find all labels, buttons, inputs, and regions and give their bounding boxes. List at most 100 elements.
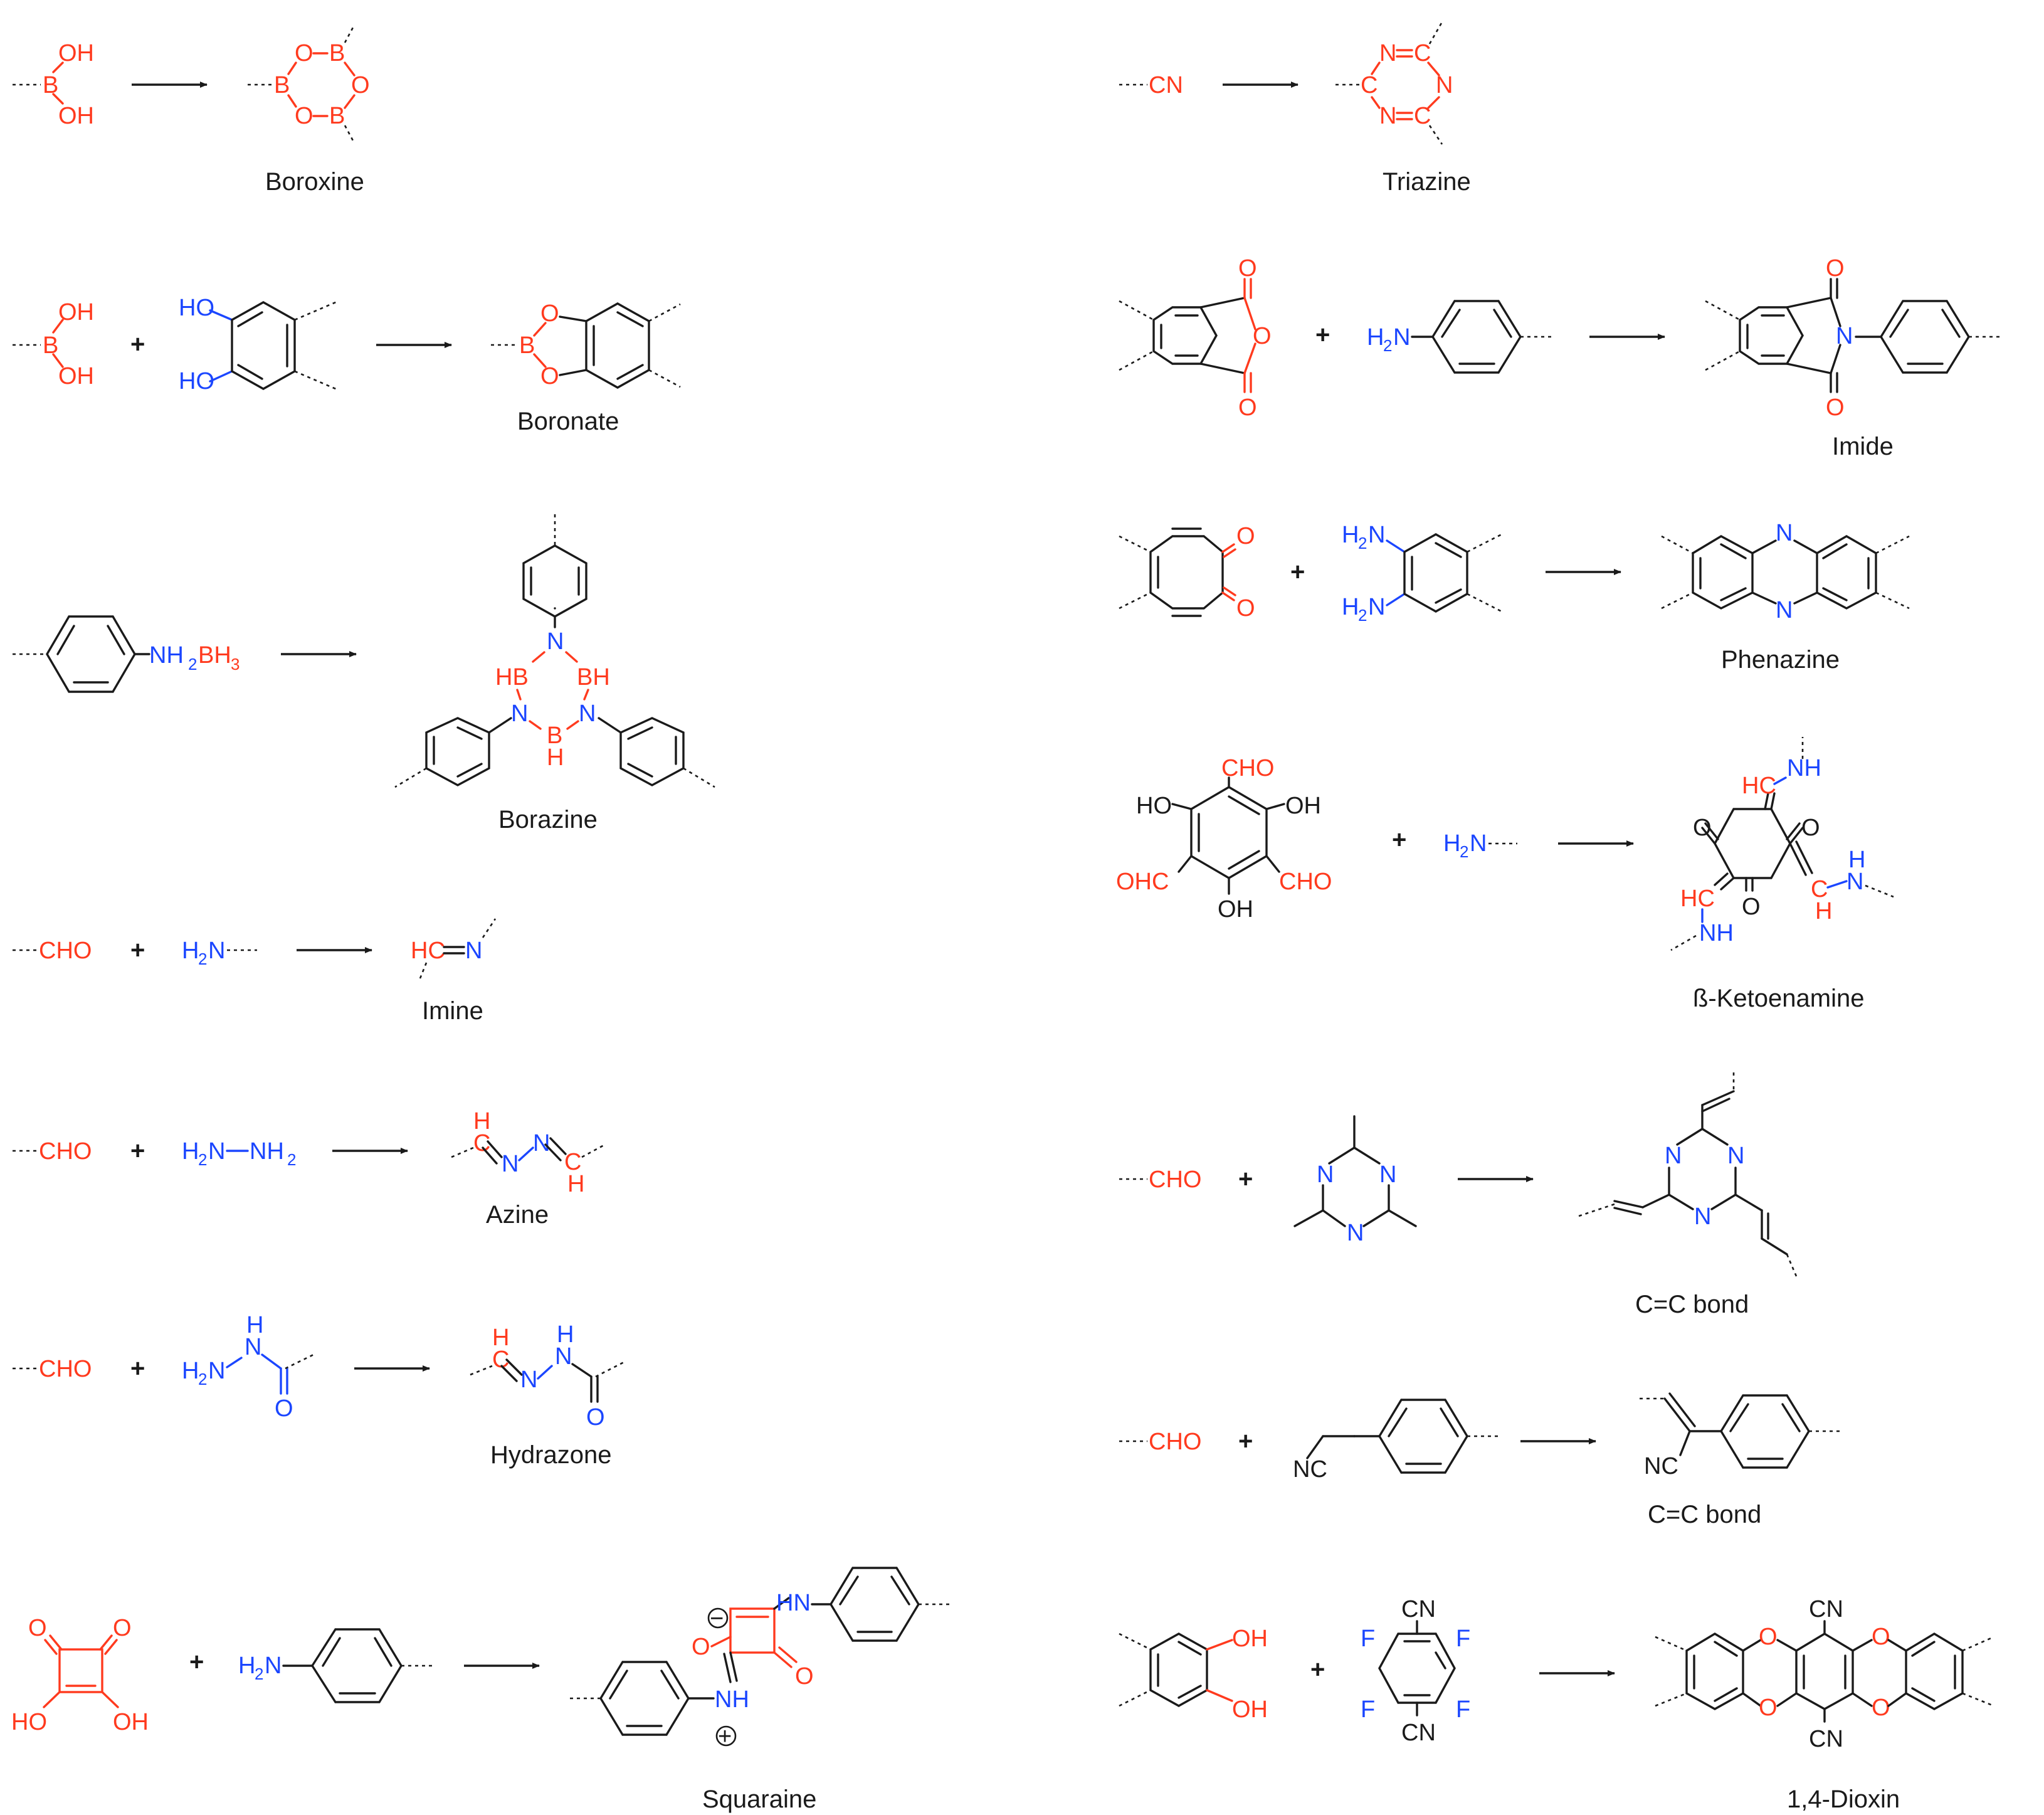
svg-text:N: N [1379, 40, 1396, 66]
reaction-borazine: NH 2 BH 3 N HB BH N N B H Borazine [13, 514, 715, 833]
svg-text:NC: NC [1644, 1453, 1678, 1479]
svg-text:CHO: CHO [1279, 869, 1332, 895]
svg-text:N: N [579, 701, 596, 727]
svg-text:C: C [1414, 103, 1431, 129]
svg-text:O: O [1759, 1624, 1778, 1650]
svg-text:+: + [130, 1137, 145, 1165]
svg-text:CHO: CHO [1149, 1167, 1201, 1193]
reaction-cc-bond-triazine: CHO + N N N N N N C=C bond [1119, 1072, 1798, 1318]
label-triazine: Triazine [1383, 168, 1471, 196]
svg-text:CHO: CHO [39, 1356, 92, 1382]
svg-text:+: + [130, 1355, 145, 1382]
svg-text:BH: BH [577, 664, 610, 691]
reaction-cc-bond-cyano: CHO + NC NC C=C bond [1119, 1392, 1843, 1528]
svg-text:+: + [1238, 1165, 1253, 1193]
svg-text:NC: NC [1293, 1456, 1327, 1483]
svg-text:O: O [1872, 1695, 1890, 1721]
label-boronate: Boronate [517, 408, 619, 435]
svg-text:+: + [1238, 1427, 1253, 1455]
svg-text:O: O [1872, 1624, 1890, 1650]
svg-text:O: O [1826, 394, 1845, 421]
label-imide: Imide [1832, 433, 1894, 460]
svg-text:+: + [1392, 826, 1406, 854]
svg-text:N: N [265, 1653, 282, 1679]
svg-text:O: O [1742, 894, 1761, 920]
svg-text:2: 2 [287, 1150, 296, 1169]
svg-text:+: + [130, 331, 145, 358]
svg-text:+: + [1290, 558, 1305, 586]
svg-text:B: B [519, 332, 535, 359]
svg-text:O: O [275, 1395, 293, 1422]
svg-text:BH: BH [198, 642, 231, 669]
svg-text:O: O [1801, 815, 1820, 841]
svg-text:H: H [1443, 830, 1460, 857]
svg-text:2: 2 [198, 1150, 207, 1169]
svg-text:N: N [520, 1367, 537, 1393]
svg-text:N: N [533, 1130, 550, 1156]
svg-text:2: 2 [188, 655, 197, 674]
svg-text:H: H [567, 1171, 584, 1197]
svg-text:HC: HC [1680, 886, 1715, 912]
svg-text:H: H [492, 1325, 509, 1351]
label-hydrazone: Hydrazone [490, 1441, 611, 1469]
label-boroxine: Boroxine [265, 168, 364, 196]
svg-text:CHO: CHO [1221, 755, 1274, 781]
svg-text:H: H [547, 744, 564, 771]
svg-text:N: N [245, 1334, 261, 1360]
svg-text:H: H [182, 1138, 199, 1165]
svg-text:B: B [43, 332, 58, 359]
svg-text:O: O [1693, 815, 1712, 841]
svg-text:3: 3 [231, 655, 240, 674]
svg-text:H: H [182, 1358, 199, 1384]
svg-text:O: O [540, 300, 559, 327]
svg-text:HB: HB [495, 664, 529, 691]
svg-text:N: N [1846, 869, 1863, 895]
svg-text:H: H [238, 1653, 255, 1679]
svg-text:O: O [28, 1615, 47, 1641]
svg-text:OH: OH [1232, 1626, 1268, 1652]
svg-text:HC: HC [1742, 773, 1776, 799]
svg-text:H: H [1342, 594, 1359, 620]
svg-text:OH: OH [58, 40, 94, 66]
svg-text:2: 2 [198, 950, 207, 968]
label-phenazine: Phenazine [1721, 646, 1840, 674]
svg-text:HO: HO [179, 295, 214, 321]
svg-text:N: N [1776, 597, 1793, 623]
svg-text:CHO: CHO [1149, 1429, 1201, 1455]
svg-text:H: H [1367, 324, 1384, 351]
svg-text:NH: NH [1699, 920, 1734, 946]
svg-text:N: N [1694, 1204, 1711, 1230]
label-imine: Imine [422, 997, 483, 1025]
reaction-phenazine: O O + H 2 N H 2 N N N Phenazine [1119, 520, 1910, 674]
svg-text:N: N [208, 1358, 225, 1384]
svg-text:F: F [1456, 1626, 1470, 1652]
svg-text:F: F [1361, 1626, 1375, 1652]
svg-text:B: B [43, 72, 58, 98]
svg-text:H: H [1848, 847, 1865, 873]
svg-text:N: N [1836, 323, 1853, 349]
svg-text:O: O [1238, 394, 1257, 421]
svg-text:CN: CN [1401, 1720, 1436, 1746]
svg-text:OH: OH [58, 363, 94, 389]
svg-text:OH: OH [1232, 1696, 1268, 1723]
svg-text:N: N [465, 938, 482, 964]
label-cc-bond-2: C=C bond [1648, 1501, 1761, 1528]
reaction-azine: CHO + H 2 N NH 2 H C N N C H Azine [13, 1108, 606, 1229]
svg-text:O: O [795, 1663, 814, 1690]
reaction-dioxin: OH OH + CN CN F F F F O O CN CN O O 1,4-… [1119, 1596, 1994, 1813]
svg-text:N: N [555, 1343, 572, 1370]
svg-text:2: 2 [255, 1664, 263, 1683]
svg-text:F: F [1361, 1696, 1375, 1723]
svg-text:N: N [1727, 1143, 1744, 1169]
svg-text:2: 2 [1358, 606, 1367, 625]
svg-text:O: O [692, 1634, 710, 1660]
reaction-imide: O O O + H 2 N N O O Imide [1119, 255, 2003, 460]
svg-text:O: O [295, 103, 313, 129]
svg-text:H: H [473, 1108, 490, 1135]
svg-text:+: + [1315, 321, 1330, 349]
svg-text:N: N [547, 628, 564, 655]
svg-text:N: N [1379, 103, 1396, 129]
svg-text:N: N [511, 701, 528, 727]
reaction-boroxine: B OH OH B O B O B O Boroxine [13, 24, 370, 196]
svg-text:C: C [564, 1149, 581, 1175]
